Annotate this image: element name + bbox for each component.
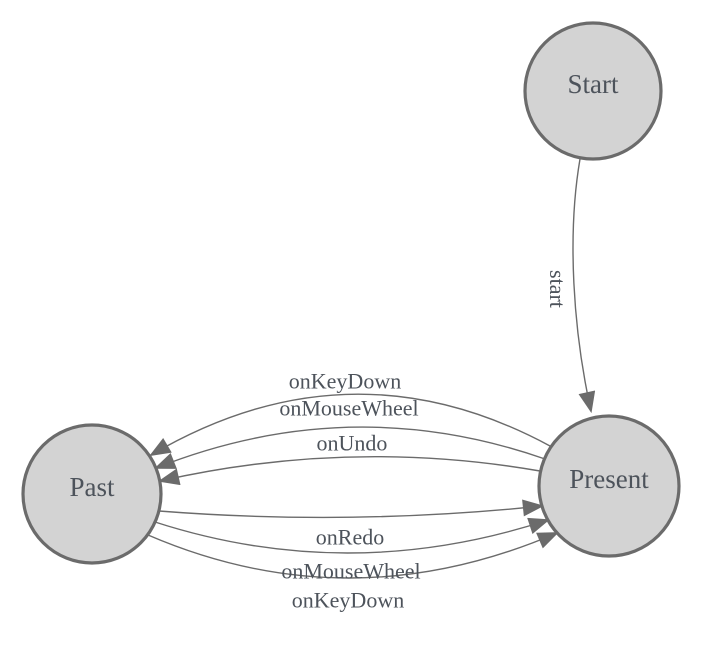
edge-present-to-past-keydown bbox=[149, 393, 551, 457]
edge-present-to-past-undo bbox=[157, 455, 541, 486]
edge-label-past-to-present-mousewheel: onMouseWheel bbox=[281, 558, 420, 583]
edge-label-past-to-present-redo: onRedo bbox=[316, 524, 384, 549]
edge-labels-layer: startonKeyDownonMouseWheelonUndoonRedoon… bbox=[279, 270, 569, 612]
state-node-label-start: Start bbox=[568, 69, 619, 99]
edges-layer bbox=[147, 158, 596, 579]
edge-present-to-past-mousewheel bbox=[154, 426, 546, 469]
state-node-present[interactable] bbox=[537, 414, 681, 558]
state-node-label-past: Past bbox=[69, 472, 115, 502]
edge-label-present-to-past-undo: onUndo bbox=[317, 430, 388, 455]
edge-label-start-to-present: start bbox=[545, 270, 570, 308]
state-node-start[interactable] bbox=[523, 21, 663, 161]
edge-past-to-present-mousewheel bbox=[154, 517, 551, 554]
edge-label-present-to-past-keydown: onKeyDown bbox=[289, 368, 401, 393]
state-node-label-present: Present bbox=[569, 464, 649, 494]
state-node-past[interactable] bbox=[21, 423, 163, 565]
edge-label-present-to-past-mousewheel: onMouseWheel bbox=[279, 395, 418, 420]
edge-label-past-to-present-keydown: onKeyDown bbox=[292, 587, 404, 612]
edge-start-to-present bbox=[572, 158, 596, 414]
edge-past-to-present-keydown bbox=[147, 532, 559, 579]
edge-past-to-present-redo bbox=[158, 499, 545, 519]
